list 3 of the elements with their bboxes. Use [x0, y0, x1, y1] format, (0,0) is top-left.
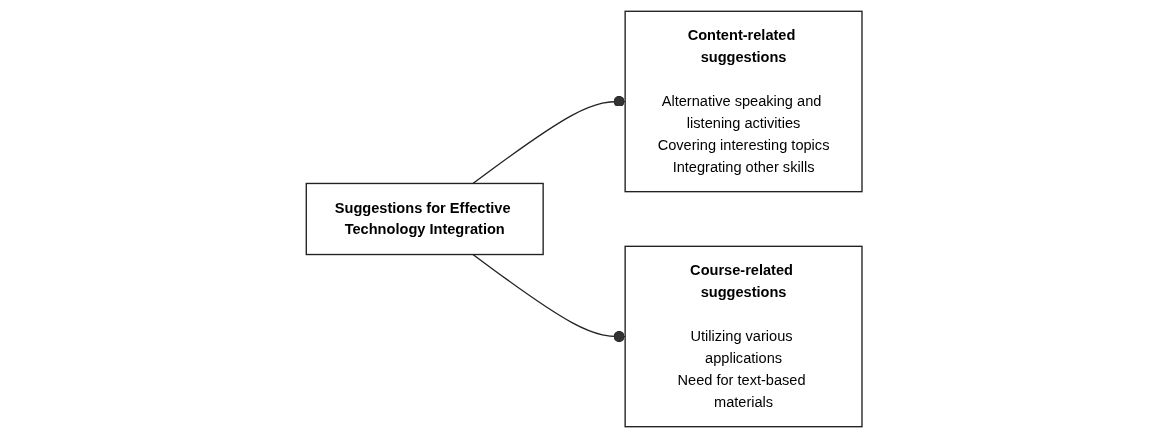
node-box: Content-related suggestions Alternative speaking and listening activities Covering interesting topics Integrating other skills: [624, 10, 863, 192]
node-box: Suggestions for Effective Technology Integration: [305, 182, 544, 255]
node-box: Course-related suggestions Utilizing various applications Need for text-based materials: [624, 245, 863, 427]
